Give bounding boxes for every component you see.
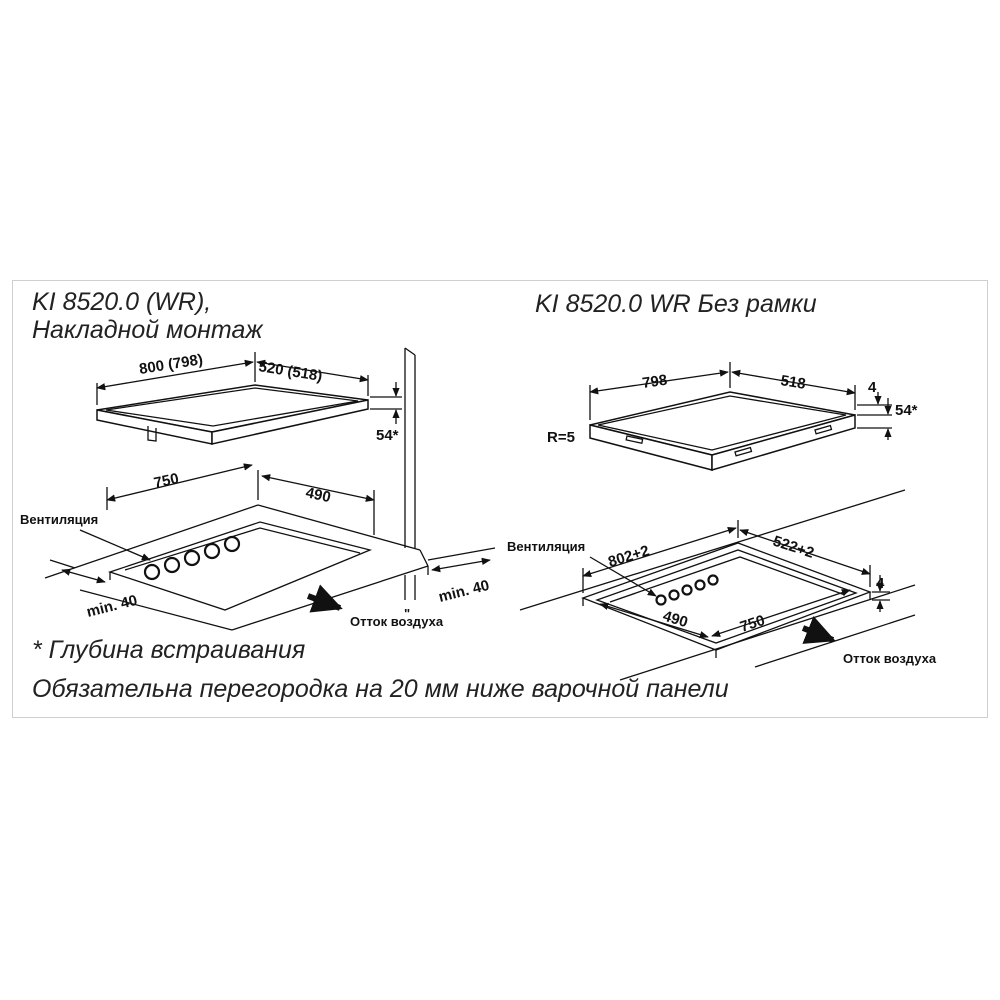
left-title-line1: KI 8520.0 (WR), [32,288,211,316]
depth-note: * Глубина встраивания [32,636,305,664]
right-radius: R=5 [547,429,575,446]
right-vent-holes [655,574,719,606]
right-inner-dimensions [599,589,851,639]
right-dim-height: 54* [895,402,918,419]
left-dim-width: 800 (798) [138,351,204,378]
diagram-frame [12,280,988,718]
right-inner-depth: 490 [661,608,690,632]
svg-text:": " [404,606,410,621]
right-inner-width: 750 [738,612,767,636]
left-cut-width: 750 [152,470,180,492]
left-ventilation-label: Вентиляция [20,512,98,527]
right-dim-width: 798 [641,372,668,392]
left-min-right-dim [427,547,496,573]
left-cutout-dimensions [106,463,375,535]
right-dim-depth: 518 [779,372,806,393]
left-countertop [44,504,429,631]
left-dim-depth: 520 (518) [257,358,323,385]
right-dim-top: 4 [868,379,877,396]
right-cutout-dimensions [582,520,890,612]
left-hob-dimensions [96,352,402,424]
right-air-outflow: Отток воздуха [843,651,937,666]
left-air-outflow: Отток воздуха [350,614,444,629]
left-min-left: min. 40 [85,592,139,621]
right-ventilation-label: Вентиляция [507,539,585,554]
right-hob [589,391,856,472]
left-hob [96,384,369,445]
right-air-arrow [801,616,836,644]
right-hob-dimensions [589,362,892,440]
left-min-right: min. 40 [437,577,491,606]
right-title: KI 8520.0 WR Без рамки [535,290,817,318]
right-step: 4 [876,575,885,592]
left-cut-depth: 490 [304,484,332,506]
left-wall: " [404,347,416,621]
left-air-arrow [306,584,343,613]
right-cut-width: 802+2 [606,542,651,571]
left-ventilation-leader [79,529,151,561]
partition-note: Обязательна перегородка на 20 мм ниже ва… [32,675,729,703]
left-title-line2: Накладной монтаж [32,316,264,344]
left-min-left-dim [49,559,106,584]
left-vent-holes [143,535,241,581]
left-dim-height: 54* [376,427,399,444]
